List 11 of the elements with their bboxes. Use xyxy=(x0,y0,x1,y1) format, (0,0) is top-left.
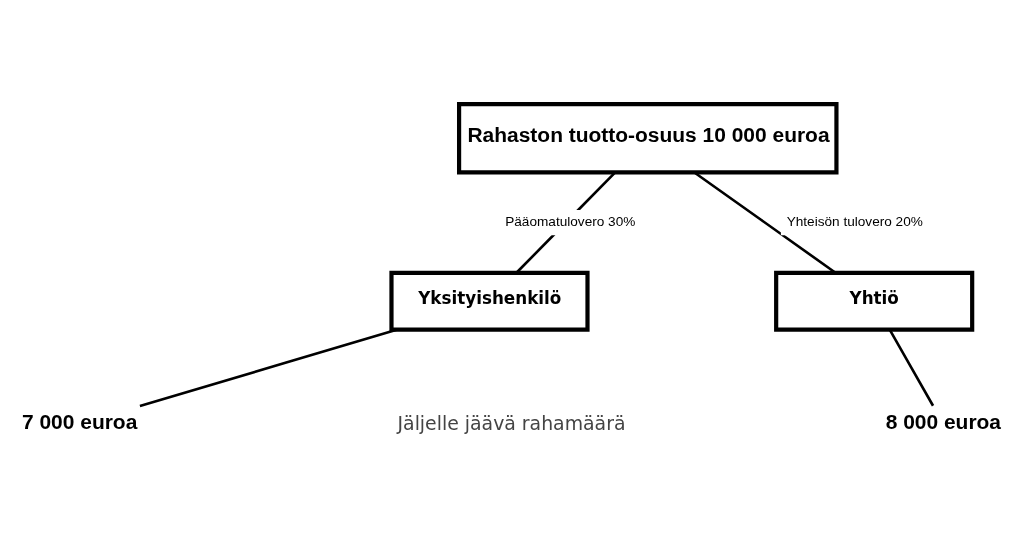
node-box: Yhtiö xyxy=(774,270,975,332)
connector xyxy=(139,328,398,408)
node-text: 7 000 euroa xyxy=(21,410,138,434)
connector xyxy=(888,328,935,407)
node-text: 8 000 euroa xyxy=(885,410,1002,434)
edge-label: Pääomatulovero 30% xyxy=(505,214,636,230)
node-box: Yksityishenkilö xyxy=(389,270,590,332)
node-box: Rahaston tuotto-osuus 10 000 euroa xyxy=(457,102,839,175)
label: Jäljelle jäävä rahamäärä xyxy=(397,411,626,434)
edge-label: Yhteisön tulovero 20% xyxy=(786,214,923,230)
connector xyxy=(693,171,837,274)
